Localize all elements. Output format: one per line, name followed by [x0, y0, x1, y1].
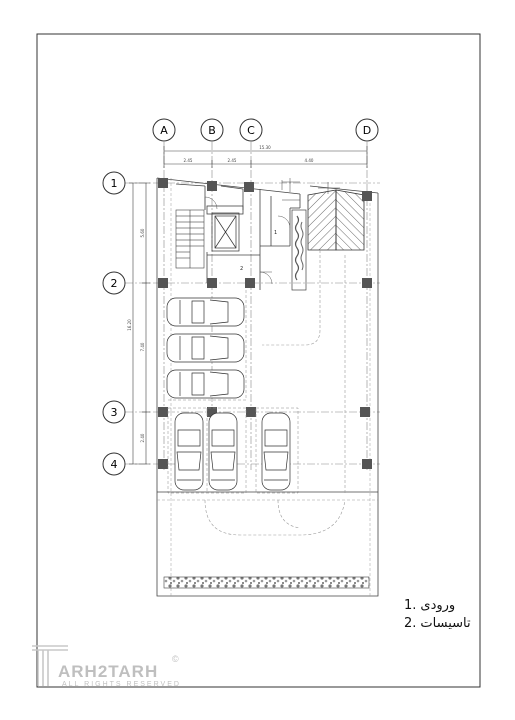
column-bubbles: A B C D: [152, 118, 379, 142]
dimension-segment: 4.40: [305, 158, 314, 163]
dimension-segment: 7.40: [140, 342, 145, 351]
site-boundary: [156, 177, 379, 597]
legend-number: 2.: [404, 616, 417, 631]
dimension-segment: 2.45: [184, 158, 193, 163]
row-bubbles: 1 2 3 4: [102, 171, 126, 476]
column-label: A: [160, 124, 168, 137]
legend-text: ورودی: [420, 598, 456, 613]
column-label: B: [208, 124, 216, 137]
car-vertical-2: [208, 412, 238, 491]
car-horizontal-1: [166, 297, 245, 327]
row-label: 4: [111, 458, 118, 471]
side-dimension-chain: [129, 182, 150, 465]
gravel-strip: [163, 576, 370, 589]
parking-stalls: [167, 290, 299, 494]
column-bubble-d: D: [355, 118, 379, 142]
dimension-segment: 2.40: [140, 433, 145, 442]
column-bubble-c: C: [239, 118, 263, 142]
column-label: D: [363, 124, 371, 137]
row-label: 2: [111, 277, 118, 290]
legend-item-1: 1.ورودی: [404, 598, 455, 613]
car-horizontal-3: [166, 369, 245, 399]
driving-path: [204, 250, 346, 536]
dimension-total-top: 15.30: [259, 145, 271, 150]
hatched-ramp: [307, 189, 365, 251]
planter-strip: [291, 209, 307, 291]
logo-name: ARH2TARH: [58, 662, 159, 681]
interior-walls: [204, 186, 301, 290]
dimension-total-side: 16.20: [127, 319, 132, 331]
column-bubble-b: B: [200, 118, 224, 142]
car-horizontal-2: [166, 333, 245, 363]
logo-tagline: ALL RIGHTS RESERVED: [62, 681, 181, 688]
car-vertical-1: [174, 412, 204, 491]
dimension-segment: 5.60: [140, 228, 145, 237]
room-tag-2: 2: [240, 266, 243, 272]
column-label: C: [247, 124, 255, 137]
doors: [204, 196, 291, 285]
row-label: 1: [111, 177, 118, 190]
logo-mark-icon: [32, 645, 68, 686]
row-label: 3: [111, 406, 118, 419]
car-vertical-3: [261, 412, 291, 491]
column-bubble-a: A: [152, 118, 176, 142]
top-dimension-chain: [163, 146, 368, 168]
legend-number: 1.: [404, 598, 417, 613]
dimension-segment: 2.45: [228, 158, 237, 163]
legend-text: تاسیسات: [420, 616, 471, 631]
stair-core: [175, 209, 205, 269]
structural-columns: [158, 178, 372, 469]
elevator-shaft: [211, 212, 240, 252]
sheet-frame: [36, 33, 481, 688]
room-tag-1: 1: [274, 230, 277, 236]
entrance-markers: [281, 178, 340, 201]
logo-copyright-mark: ©: [172, 654, 180, 664]
legend-item-2: 2.تاسیسات: [404, 616, 471, 631]
